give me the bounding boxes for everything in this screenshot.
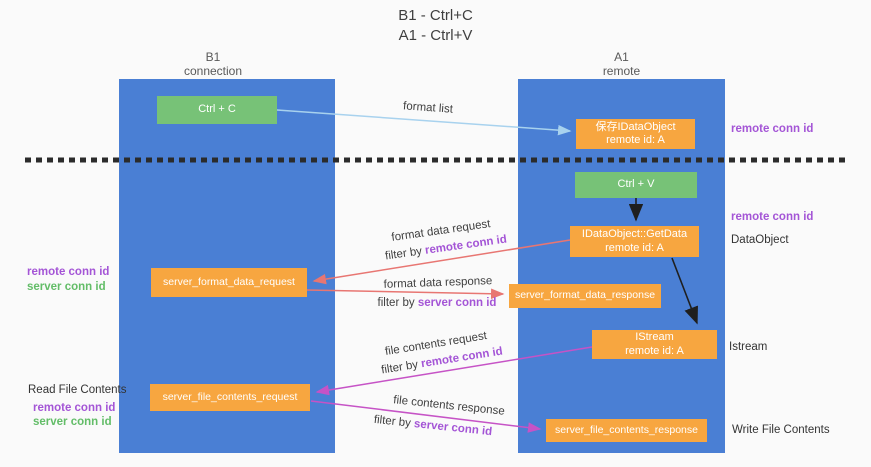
left-column-header: B1 connection — [113, 50, 313, 78]
left-label-server-conn-id-bottom: server conn id — [33, 416, 112, 428]
right-column-header: A1 remote — [518, 50, 725, 78]
edge-label-format-data-response-filter: filter by server conn id — [378, 297, 497, 309]
server-format-data-request-label: server_format_data_request — [163, 275, 295, 288]
istream-box: IStream remote id: A — [592, 330, 717, 359]
filter-by-prefix: filter by — [380, 358, 423, 377]
istream-line2: remote id: A — [625, 344, 684, 357]
ctrl-v-box: Ctrl + V — [575, 172, 697, 198]
saved-idataobject-line1: 保存IDataObject — [595, 120, 676, 133]
right-column-title: A1 — [614, 50, 629, 64]
istream-line1: IStream — [635, 331, 674, 343]
filter-by-prefix: filter by — [384, 244, 426, 263]
arrow-format-data-response — [306, 288, 505, 300]
filter-by-prefix: filter by — [373, 413, 415, 430]
right-label-remote-conn-id-top: remote conn id — [731, 123, 814, 135]
saved-idataobject-line2: remote id: A — [606, 134, 665, 146]
edge-label-format-data-response: format data response — [383, 275, 493, 291]
left-column-title: B1 — [205, 50, 221, 64]
server-format-data-request-box: server_format_data_request — [151, 268, 307, 297]
server-conn-id-value: server conn id — [417, 297, 497, 309]
ctrl-c-label: Ctrl + C — [198, 103, 236, 116]
server-file-contents-request-label: server_file_contents_request — [162, 390, 298, 403]
title-line-2: A1 - Ctrl+V — [398, 27, 473, 44]
edge-label-file-contents-response: file contents response — [392, 394, 506, 418]
left-label-remote-conn-id-bottom: remote conn id — [33, 402, 116, 414]
right-label-dataobject: DataObject — [731, 234, 789, 246]
server-file-contents-request-box: server_file_contents_request — [150, 384, 310, 411]
ctrl-c-box: Ctrl + C — [157, 96, 277, 124]
edge-label-file-contents-response-filter: filter by server conn id — [373, 414, 492, 438]
right-label-istream: Istream — [729, 341, 768, 353]
right-column-subtitle: remote — [602, 64, 641, 78]
left-label-read-file-contents: Read File Contents — [28, 384, 127, 396]
edge-label-format-list: format list — [402, 100, 454, 116]
left-label-server-conn-id-mid: server conn id — [27, 281, 106, 293]
ctrl-v-label: Ctrl + V — [617, 178, 655, 191]
left-label-remote-conn-id-mid: remote conn id — [27, 266, 110, 278]
saved-idataobject-box: 保存IDataObject remote id: A — [576, 119, 695, 149]
getdata-line1: IDataObject::GetData — [581, 228, 688, 240]
server-format-data-response-label: server_format_data_response — [514, 289, 656, 302]
title-line-1: B1 - Ctrl+C — [398, 7, 473, 24]
left-column-subtitle: connection — [183, 64, 243, 78]
server-format-data-response-box: server_format_data_response — [509, 284, 661, 308]
right-label-write-file-contents: Write File Contents — [732, 424, 830, 436]
server-file-contents-response-box: server_file_contents_response — [546, 419, 707, 442]
diagram-title: B1 - Ctrl+C A1 - Ctrl+V — [0, 6, 871, 46]
server-conn-id-value: server conn id — [413, 418, 493, 439]
getdata-line2: remote id: A — [605, 241, 664, 254]
server-file-contents-response-label: server_file_contents_response — [554, 423, 698, 436]
idataobject-getdata-box: IDataObject::GetData remote id: A — [570, 226, 699, 257]
right-label-remote-conn-id-mid: remote conn id — [731, 211, 814, 223]
filter-by-prefix: filter by — [377, 297, 418, 309]
